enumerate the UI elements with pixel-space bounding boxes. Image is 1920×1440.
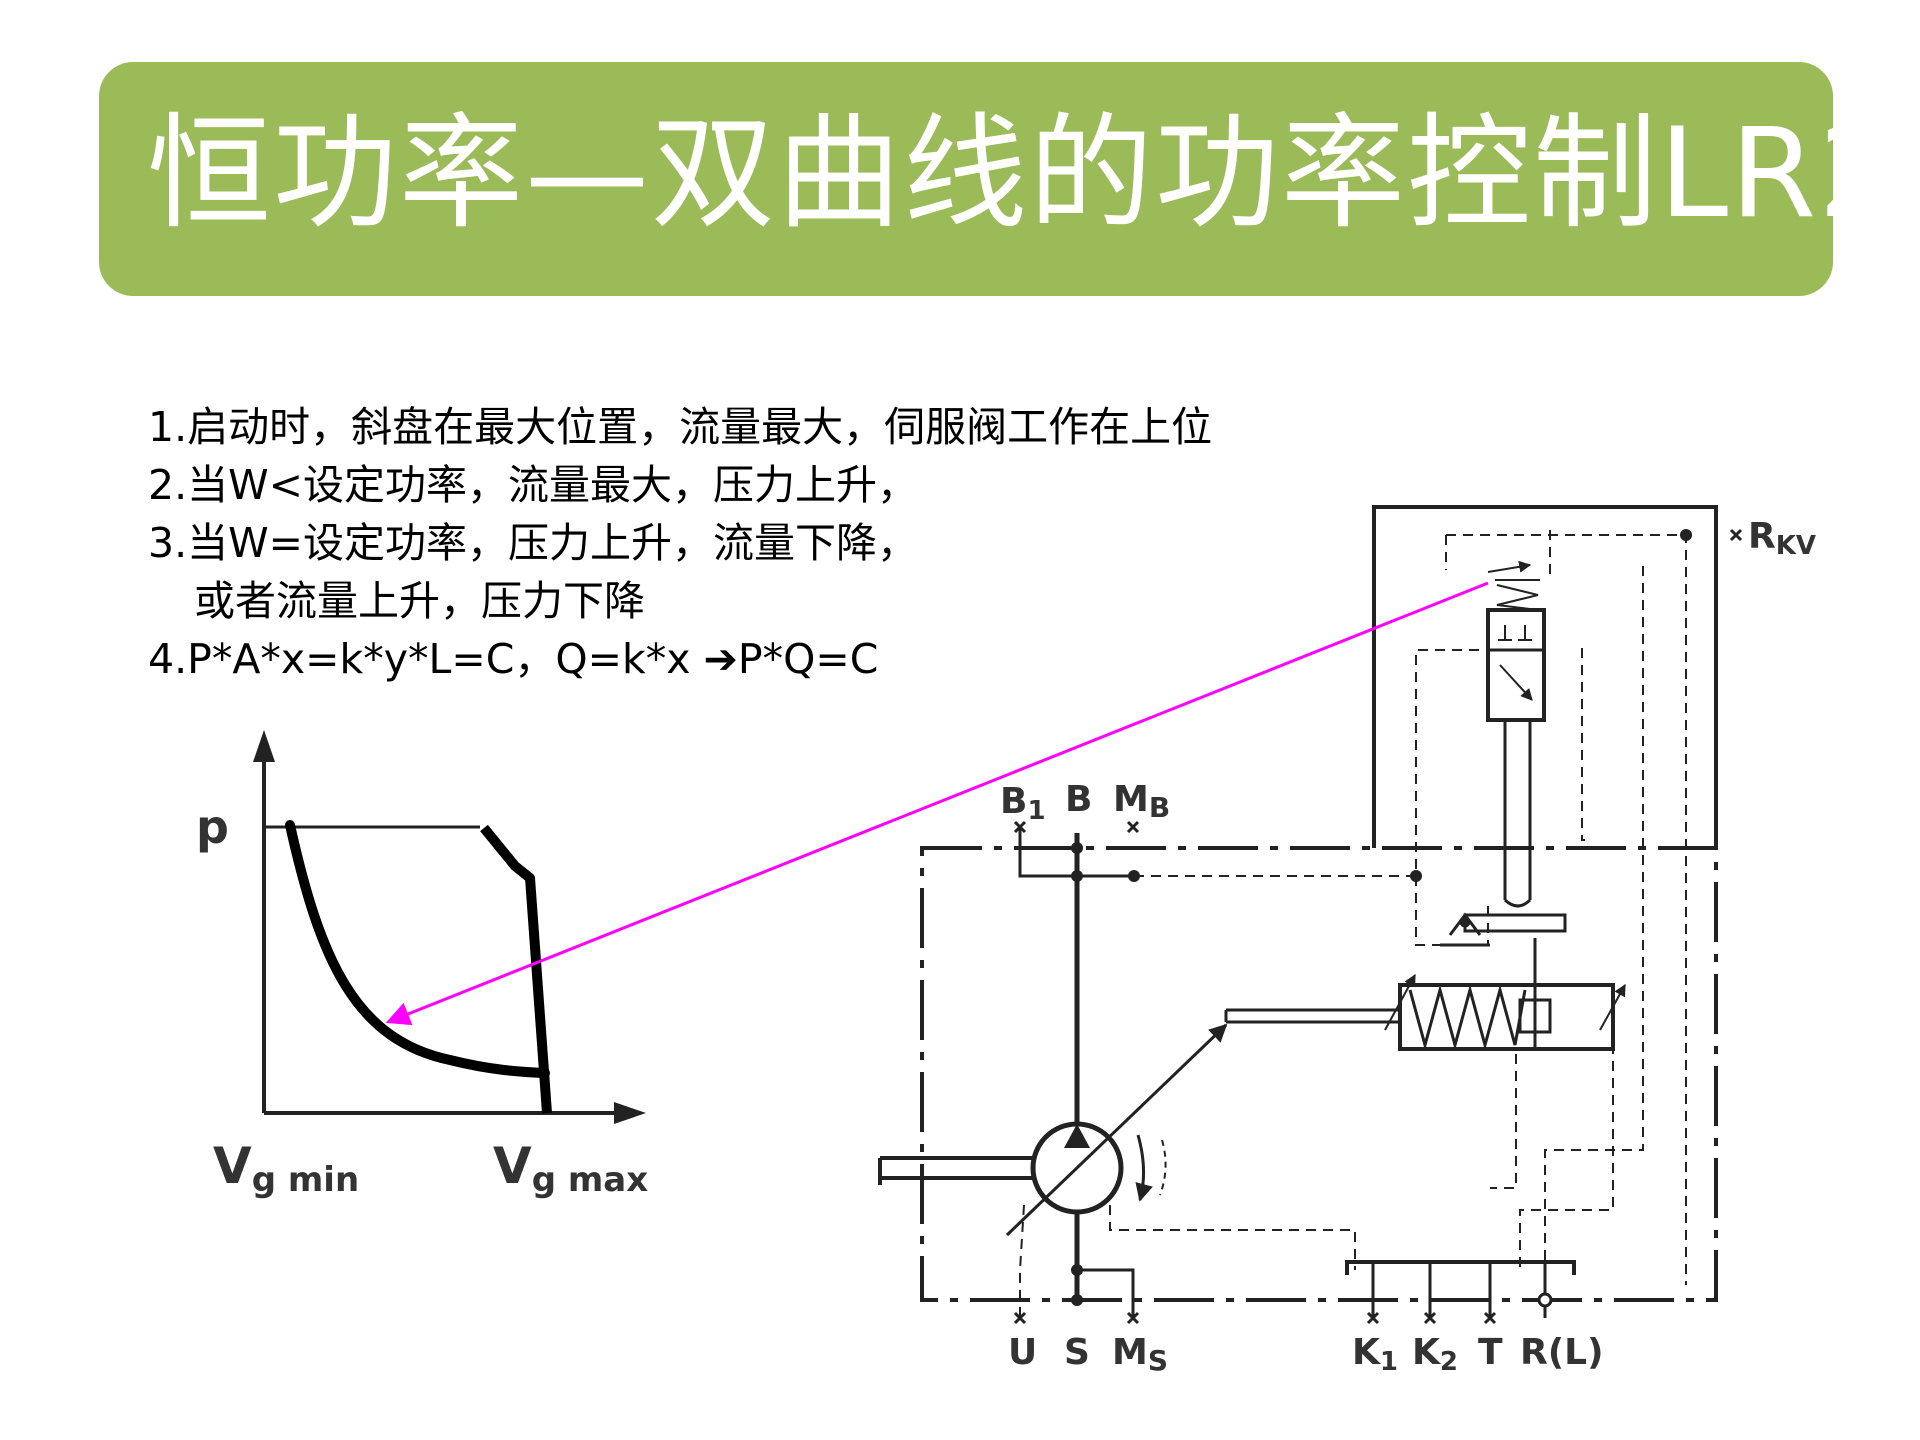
ms-line — [1077, 1268, 1135, 1318]
pilot-lines — [1019, 530, 1687, 1318]
junction-dots — [1071, 529, 1692, 1306]
port-label-s: S — [1064, 1332, 1090, 1373]
notes-list: 1.启动时，斜盘在最大位置，流量最大，伺服阀工作在上位 2.当W<设定功率，流量… — [148, 398, 1212, 688]
pump-schematic — [878, 505, 1743, 1325]
controller-box-outline — [1372, 505, 1718, 848]
title-banner: 恒功率—双曲线的功率控制LR2 — [99, 62, 1897, 296]
drive-shaft — [878, 1156, 1032, 1185]
port-label-rl: R(L) — [1520, 1332, 1604, 1373]
port-label-u: U — [1008, 1332, 1037, 1373]
port-label-ms: MS — [1112, 1332, 1168, 1377]
note-line-1: 1.启动时，斜盘在最大位置，流量最大，伺服阀工作在上位 — [148, 403, 1213, 451]
variable-displacement-arrow — [1005, 1023, 1228, 1237]
graph-x-arrow — [614, 1102, 646, 1124]
vgmax-sub: g max — [532, 1160, 649, 1200]
page-title: 恒功率—双曲线的功率控制LR2 — [147, 102, 1900, 246]
port-markers — [1013, 528, 1743, 1325]
vgmax-main: V — [493, 1137, 532, 1195]
port-label-rkv: RKV — [1748, 516, 1816, 561]
port-label-k2: K2 — [1412, 1332, 1458, 1377]
graph-vgmax-label: Vg max — [493, 1137, 648, 1200]
graph-y-arrow — [253, 730, 275, 762]
note-line-4: 或者流量上升，压力下降 — [194, 577, 645, 625]
power-curve-graph: p Vg min Vg max — [196, 730, 648, 1200]
pump-symbol — [1005, 1023, 1228, 1237]
hyperbolic-power-curve — [285, 820, 550, 1078]
vgmax-limit-curve — [480, 824, 552, 1114]
feedback-lever — [1440, 912, 1567, 947]
b1-line — [1018, 827, 1134, 878]
graph-p-label: p — [196, 800, 229, 854]
port-label-b1: B1 — [1000, 781, 1046, 826]
note-line-3: 3.当W=设定功率，压力上升，流量下降， — [148, 519, 919, 567]
vgmin-sub: g min — [252, 1160, 359, 1200]
note-line-5: 4.P*A*x=k*y*L=C，Q=k*x ➔P*Q=C — [148, 635, 879, 683]
ports-bus-bar — [1345, 1260, 1576, 1275]
pointer-arrow — [385, 581, 1489, 1026]
pump-housing-outline — [920, 846, 1718, 1302]
note-line-2: 2.当W<设定功率，流量最大，压力上升， — [148, 461, 919, 509]
port-label-b: B — [1065, 779, 1092, 820]
port-labels: B1 B MB RKV U S MS K1 K2 T R(L) — [1000, 516, 1816, 1377]
vgmin-main: V — [213, 1137, 252, 1195]
stroking-cylinder — [1224, 938, 1626, 1051]
servo-valve — [1486, 560, 1546, 908]
graph-vgmin-label: Vg min — [213, 1137, 359, 1200]
port-label-k1: K1 — [1352, 1332, 1398, 1377]
port-label-mb: MB — [1113, 779, 1170, 824]
port-label-t: T — [1478, 1332, 1503, 1373]
